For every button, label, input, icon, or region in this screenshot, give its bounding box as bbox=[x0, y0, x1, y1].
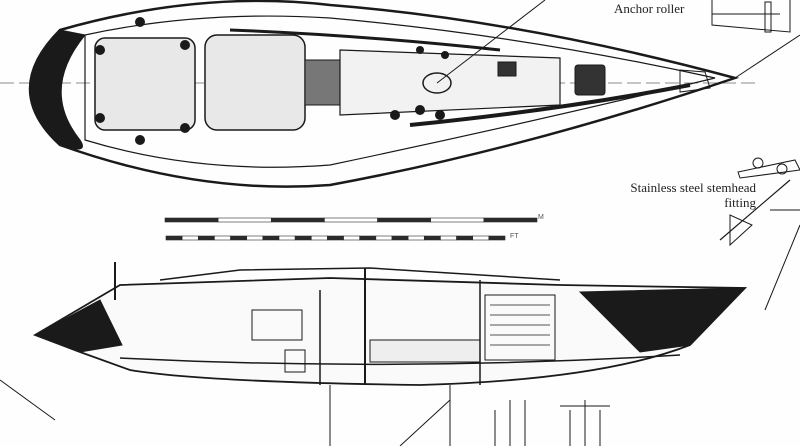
mast-step bbox=[422, 72, 452, 94]
scale-bar-metres bbox=[164, 217, 538, 223]
scale-segment bbox=[294, 235, 312, 241]
scale-segment bbox=[262, 235, 280, 241]
scale-segment bbox=[440, 235, 457, 241]
scale-segment bbox=[165, 235, 183, 241]
bow-fitting bbox=[679, 69, 711, 93]
forward-cabin bbox=[484, 294, 556, 361]
scale-segment bbox=[246, 235, 264, 241]
toerail-stbd bbox=[409, 83, 691, 127]
companionway bbox=[304, 59, 346, 106]
scale-bar-feet bbox=[165, 235, 506, 241]
scale-segment bbox=[456, 235, 474, 241]
leader-bow bbox=[734, 34, 800, 79]
hatch-2 bbox=[574, 64, 606, 96]
coachroof-profile bbox=[159, 267, 561, 281]
nav-station bbox=[284, 349, 306, 373]
scale-segment bbox=[359, 235, 377, 241]
transom-black bbox=[29, 29, 86, 150]
scale-segment bbox=[164, 217, 219, 223]
deck-inner-outline bbox=[84, 15, 716, 168]
stemhead-fitting-detail bbox=[719, 157, 800, 311]
coachroof bbox=[339, 49, 561, 116]
leader-anchor bbox=[436, 0, 546, 84]
stanchion-detail bbox=[494, 400, 610, 446]
toerail-port bbox=[229, 28, 501, 52]
leader-lower-left bbox=[0, 379, 56, 421]
scale-segment bbox=[181, 235, 199, 241]
scale-segment bbox=[488, 235, 506, 241]
scale-segment bbox=[423, 235, 441, 241]
scale-segment bbox=[217, 217, 272, 223]
hull-profile bbox=[32, 277, 748, 386]
scale-unit-metres: M bbox=[538, 214, 544, 221]
scale-unit-feet: FT bbox=[510, 233, 519, 240]
scale-segment bbox=[324, 217, 378, 223]
galley bbox=[251, 309, 303, 341]
scale-segment bbox=[407, 235, 425, 241]
keel bbox=[329, 385, 451, 446]
hatch-1 bbox=[497, 61, 517, 77]
anchor-roller-detail bbox=[711, 0, 791, 33]
deck-plan bbox=[0, 0, 800, 188]
scale-segment bbox=[214, 235, 231, 241]
scale-segment bbox=[278, 235, 296, 241]
transom-black-profile bbox=[33, 299, 123, 353]
winches bbox=[95, 17, 449, 145]
leader-lower-right bbox=[399, 399, 451, 446]
cockpit-aft bbox=[94, 37, 196, 131]
cockpit-fwd bbox=[204, 34, 306, 131]
scale-segment bbox=[430, 217, 485, 223]
stemhead-fitting-label: Stainless steel stemhead fitting bbox=[630, 180, 756, 210]
scale-segment bbox=[483, 217, 538, 223]
bow-black-profile bbox=[578, 287, 747, 353]
anchor-roller-label: Anchor roller bbox=[612, 1, 687, 16]
scale-segment bbox=[310, 235, 328, 241]
side-profile bbox=[0, 262, 748, 446]
scale-segment bbox=[327, 235, 344, 241]
scale-segment bbox=[343, 235, 361, 241]
scale-segment bbox=[197, 235, 215, 241]
scale-segment bbox=[230, 235, 248, 241]
scale-segment bbox=[270, 217, 325, 223]
scale-segment bbox=[377, 217, 432, 223]
scale-segment bbox=[472, 235, 490, 241]
boot-stripe bbox=[119, 354, 681, 366]
scale-segment bbox=[391, 235, 409, 241]
saloon-settee bbox=[369, 339, 481, 363]
scale-segment bbox=[375, 235, 393, 241]
